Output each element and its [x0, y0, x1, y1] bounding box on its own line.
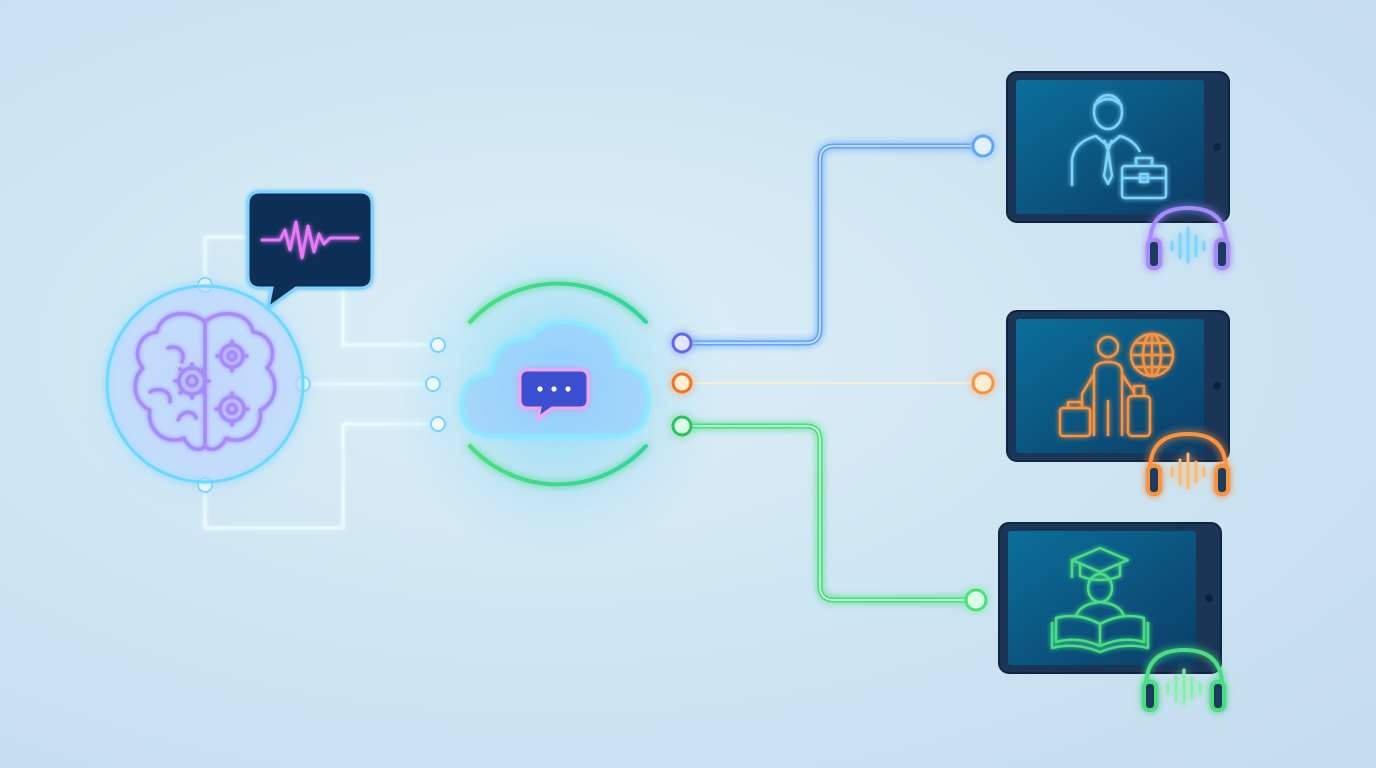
cloud-ring-top	[468, 281, 648, 324]
cloud-node	[383, 209, 733, 559]
businessman-briefcase-icon	[1070, 93, 1168, 200]
connector-education	[679, 423, 979, 603]
graduate-book-icon	[1050, 546, 1150, 654]
cloud-chat-icon	[460, 320, 650, 438]
headphones-icon	[1146, 205, 1230, 270]
headphones-icon	[1146, 431, 1230, 496]
brain-gears-icon	[133, 312, 277, 452]
tablet-travel	[1006, 310, 1230, 496]
right-connectors	[679, 143, 986, 603]
speech-wave-bubble	[246, 190, 374, 312]
connector-business	[679, 143, 986, 346]
cloud-ring-bottom	[468, 444, 648, 487]
headphones-icon	[1142, 647, 1226, 712]
traveler-globe-luggage-icon	[1058, 332, 1175, 438]
tablet-education	[998, 522, 1226, 712]
audio-waveform-bubble-icon	[260, 220, 360, 260]
brain-node	[75, 254, 335, 514]
right-connector-dots	[671, 134, 995, 612]
tablet-business	[1006, 71, 1230, 270]
